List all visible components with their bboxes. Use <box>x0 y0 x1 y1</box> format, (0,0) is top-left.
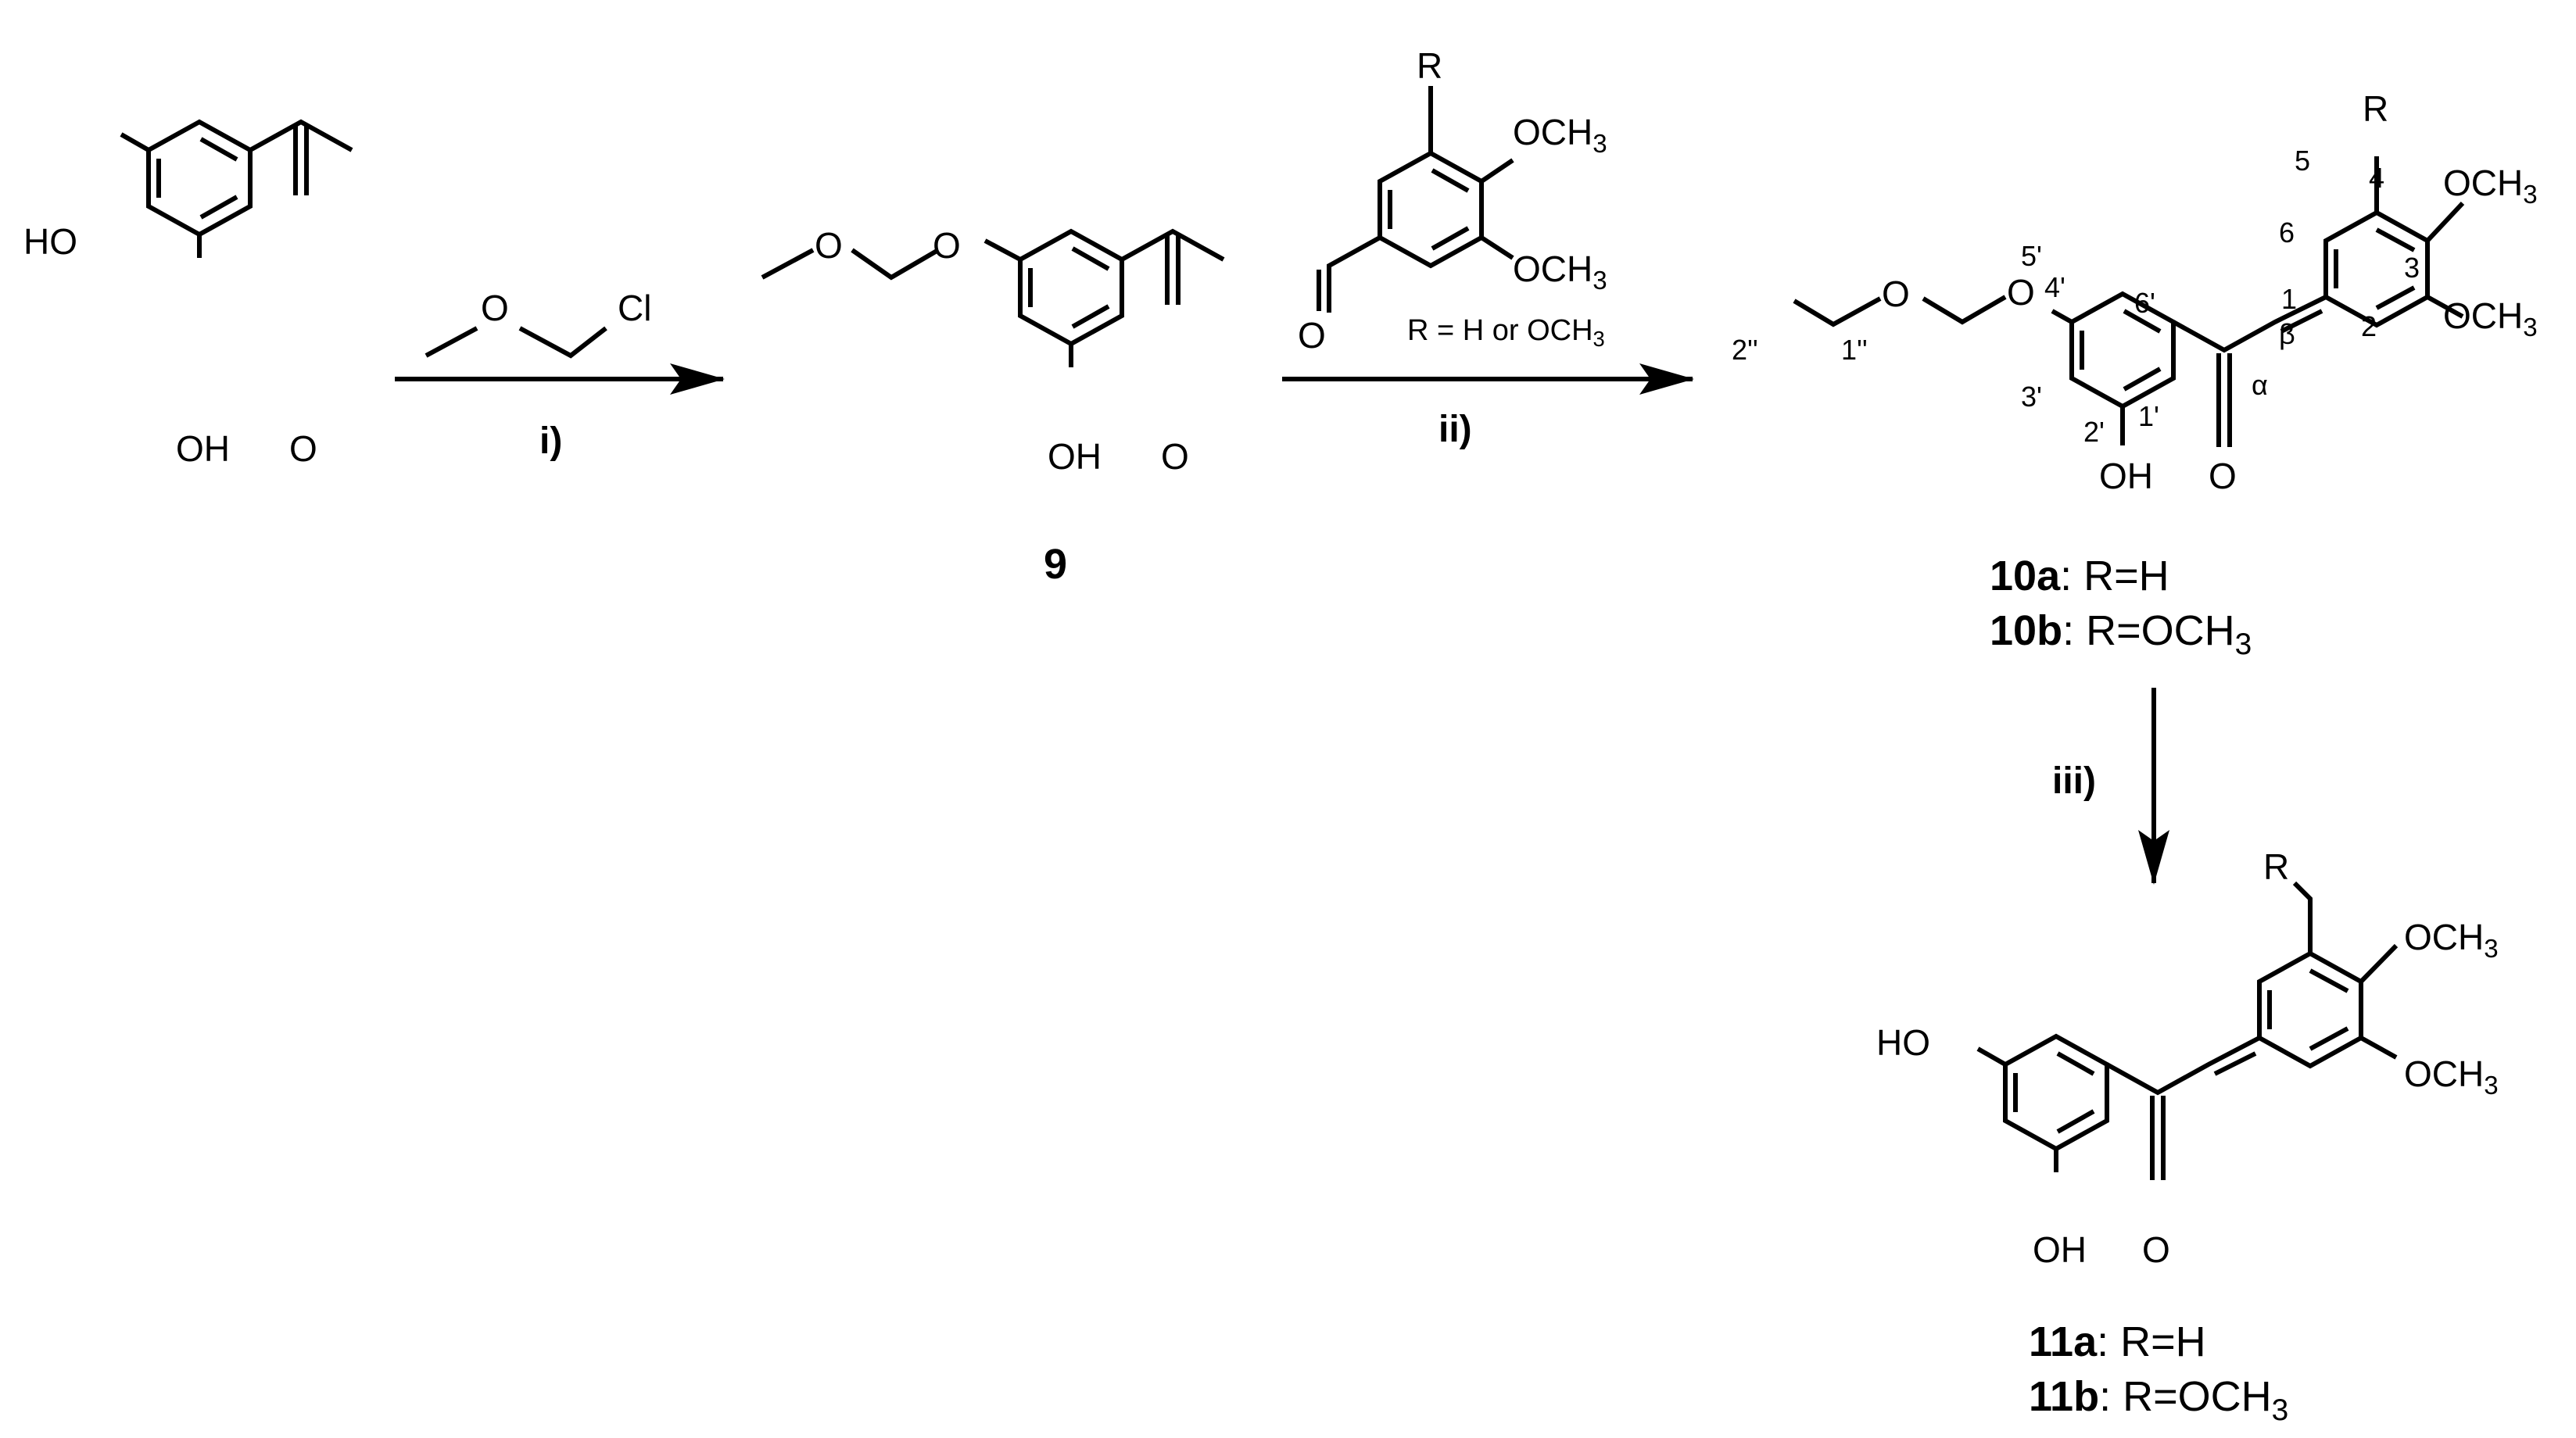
atom-number-2p: 2' <box>2083 416 2105 448</box>
step-i-label: i) <box>539 420 562 462</box>
atom-number-3p: 3' <box>2021 381 2042 413</box>
compound-9-label: 9 <box>1044 541 1067 588</box>
reagent-cl-label: Cl <box>618 288 651 328</box>
atom-number-5: 5 <box>2295 145 2310 177</box>
atom-alpha-label: α <box>2252 369 2268 401</box>
step-iii-label: iii) <box>2052 760 2096 802</box>
cpd9-oh-label: OH <box>1048 436 1102 477</box>
atom-number-4: 4 <box>2369 162 2384 194</box>
cpd9-o2-label: O <box>815 225 843 266</box>
cpd10-o1-label: O <box>2007 272 2035 313</box>
atom-number-3: 3 <box>2404 252 2420 284</box>
cpd11-ho-label: HO <box>1876 1022 1930 1063</box>
atom-number-4p: 4' <box>2044 271 2065 303</box>
cpd11-carbonyl-o-label: O <box>2142 1229 2170 1270</box>
cpd10-r-label: R <box>2363 88 2388 129</box>
compound-10a-label: 10a: R=H <box>1990 553 2169 599</box>
atom-number-6p: 6' <box>2134 287 2155 319</box>
compound-9-structure: O O OH O 9 <box>761 225 1225 588</box>
start-ho-label: HO <box>23 221 77 262</box>
cpd10-och3-bottom-label: OCH3 <box>2443 295 2538 342</box>
cpd11-och3-top-label: OCH3 <box>2404 917 2499 964</box>
start-carbonyl-o-label: O <box>289 428 317 469</box>
atom-number-1: 1 <box>2281 283 2297 315</box>
atom-number-6: 6 <box>2279 216 2295 249</box>
aldehyde-reagent-structure: R OCH3 OCH3 O R = H or OCH3 <box>1298 45 1607 356</box>
cpd10-carbonyl-o-label: O <box>2209 456 2237 496</box>
aldehyde-och3-top-label: OCH3 <box>1513 112 1607 159</box>
aldehyde-r-label: R <box>1417 45 1442 86</box>
reagent-momcl-structure: O Cl <box>425 288 651 359</box>
cpd9-carbonyl-o-label: O <box>1161 436 1189 477</box>
compound-10-structure: O O OH O R OCH3 OCH3 2'' 1'' 4' 5' 6' 3'… <box>1732 88 2538 661</box>
cpd11-oh-label: OH <box>2033 1229 2087 1270</box>
aldehyde-condition-text: R = H or OCH3 <box>1407 314 1605 351</box>
starting-material-structure: HO OH O <box>23 119 353 469</box>
compound-10b-label: 10b: R=OCH3 <box>1990 607 2252 661</box>
aldehyde-o-label: O <box>1298 315 1326 356</box>
start-oh-label: OH <box>176 428 230 469</box>
step-ii-label: ii) <box>1438 409 1472 450</box>
compound-11a-label: 11a: R=H <box>2029 1318 2206 1365</box>
cpd9-o1-label: O <box>933 225 961 266</box>
cpd10-och3-top-label: OCH3 <box>2443 163 2538 209</box>
atom-beta-label: β <box>2279 318 2295 350</box>
atom-number-1pp: 1'' <box>1841 334 1868 366</box>
reagent-o-label: O <box>481 288 509 328</box>
compound-11-structure: HO OH O R OCH3 OCH3 11a: R=H 11b: R=OCH3 <box>1876 846 2499 1427</box>
atom-number-2: 2 <box>2361 310 2377 342</box>
cpd10-o2-label: O <box>1882 274 1910 314</box>
aldehyde-och3-bottom-label: OCH3 <box>1513 249 1607 295</box>
cpd11-r-label: R <box>2263 846 2289 887</box>
atom-number-2pp: 2'' <box>1732 334 1758 366</box>
compound-11b-label: 11b: R=OCH3 <box>2029 1373 2288 1427</box>
atom-number-5p: 5' <box>2021 240 2042 272</box>
cpd11-och3-bottom-label: OCH3 <box>2404 1053 2499 1100</box>
cpd10-oh-label: OH <box>2099 456 2153 496</box>
atom-number-1p: 1' <box>2138 400 2159 432</box>
